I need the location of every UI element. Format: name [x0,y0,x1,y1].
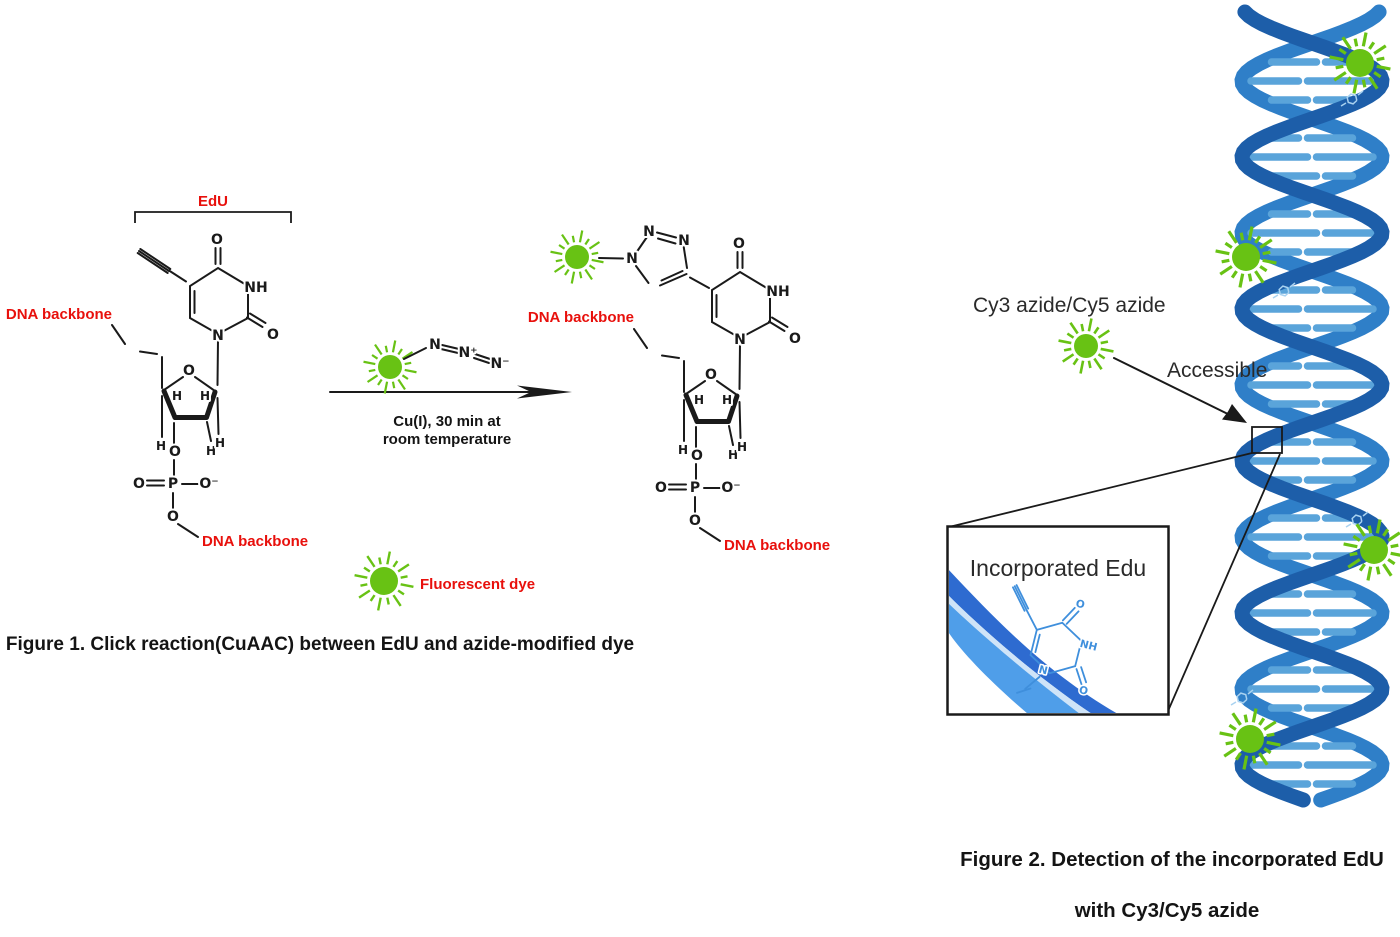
atom-label: NH [766,284,789,300]
triazole-atom-labels: NNN [624,222,692,269]
fluorescent-dye-icon [1058,318,1114,374]
atom-label: P [168,476,178,492]
atom-label: O [691,448,703,464]
figure2-caption-line1: Figure 2. Detection of the incorporated … [960,848,1384,871]
atom-label: N [212,328,224,344]
atom-label: O [267,327,279,343]
fluorescent-dye-icon [354,551,414,611]
inset-title: Incorporated Edu [970,555,1146,581]
atom-label: O [167,509,179,525]
edu-label: EdU [198,193,228,210]
dna-backbone-label: DNA backbone [202,533,308,550]
reaction-condition-line1: Cu(I), 30 min at [393,413,501,430]
fluorescent-dye-icon [1219,708,1281,770]
figure1-caption: Figure 1. Click reaction(CuAAC) between … [6,634,634,655]
atom-label: H [172,389,182,403]
atom-label: N [734,332,746,348]
fluorescent-dye-icon [1343,519,1400,581]
atom-label: O⁻ [199,476,218,492]
atom-label: H [728,448,738,462]
atom-label: O [689,513,701,529]
atom-label: N⁺ [458,345,477,361]
triazole-group: NNN [550,222,710,289]
atom-label: O [211,232,223,248]
fluorescent-dye-icon [1329,32,1391,94]
atom-label: O⁻ [721,480,740,496]
atom-label: H [737,440,747,454]
atom-label: N [678,233,690,249]
inset-ribbon [949,570,1117,713]
atom-label: H [215,436,225,450]
atom-label: P [690,480,700,496]
atom-label: O [133,476,145,492]
atom-label: H [678,443,688,457]
helix-highlight-square [1251,426,1283,454]
cy3-cy5-azide-label: Cy3 azide/Cy5 azide [973,294,1166,317]
figure2-caption-line2: with Cy3/Cy5 azide [1074,899,1260,922]
reaction-condition-line2: room temperature [383,431,511,448]
accessible-arrow [1113,357,1247,423]
legend-label: Fluorescent dye [420,576,535,593]
atom-label: H [722,393,732,407]
atom-label: N [429,337,441,353]
edu-bracket [134,211,292,223]
azide-atom-labels: N N⁺ N⁻ [427,335,511,374]
fluorescent-dye-icon [1215,226,1277,288]
atom-label: N [643,224,655,240]
atom-label: NH [1079,638,1099,654]
fluorescent-dye-icon [363,340,417,394]
atom-label: O [655,480,667,496]
atom-label: O [183,363,195,379]
fluorescent-dye-icon [550,230,604,284]
dna-backbone-label: DNA backbone [528,309,634,326]
atom-label: O [733,236,745,252]
atom-label: H [206,444,216,458]
dna-helix [1234,4,1390,808]
atom-label: N [626,251,638,267]
atom-label: N⁻ [490,356,509,372]
atom-label: H [200,389,210,403]
atom-label: O [705,367,717,383]
reaction-arrow [329,385,572,399]
atom-label: O [789,331,801,347]
dye-legend: Fluorescent dye [354,551,535,611]
dna-backbone-label: DNA backbone [724,537,830,554]
atom-label: H [694,393,704,407]
azide-group: N N⁺ N⁻ [363,335,512,394]
atom-label: O [169,444,181,460]
alkyne-bonds [136,248,187,283]
accessible-label: Accessible [1167,359,1267,382]
inset-connector-lines [948,452,1281,712]
dna-backbone-label: DNA backbone [6,306,112,323]
atom-label: H [156,439,166,453]
atom-label: NH [244,280,267,296]
